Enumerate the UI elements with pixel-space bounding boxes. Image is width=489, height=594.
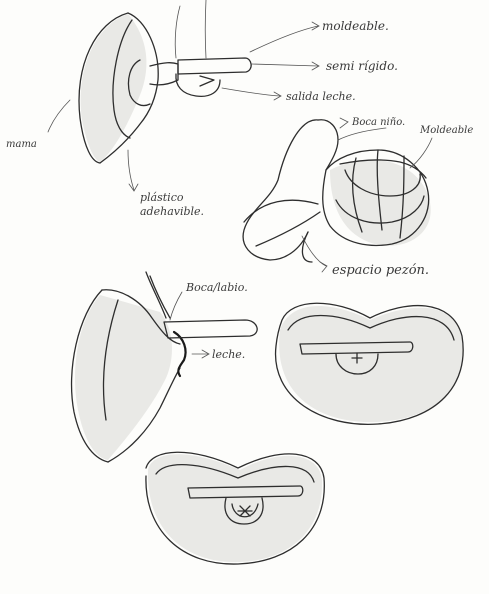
label-semi-rigido: semi rígido. xyxy=(326,59,398,73)
label-boca-nino: Boca niño. xyxy=(351,117,405,128)
sketch-shield-front-view-2 xyxy=(146,452,324,564)
label-plastico-2: adehavible. xyxy=(140,205,204,218)
label-leche: leche. xyxy=(212,348,245,361)
label-boca-labio: Boca/labio. xyxy=(185,281,248,294)
label-mama: mama xyxy=(6,139,37,150)
label-moldeable-right: Moldeable xyxy=(419,125,473,136)
label-plastico-1: plástico xyxy=(140,191,184,204)
sketch-shield-perspective xyxy=(243,118,432,272)
label-espacio-pezon: espacio pezón. xyxy=(332,263,429,278)
sketch-shield-side-view xyxy=(48,0,319,191)
sketch-shield-mouth-view xyxy=(72,272,258,462)
label-salida-leche: salida leche. xyxy=(286,90,356,103)
sketch-shield-front-view xyxy=(276,303,464,424)
label-moldeable-top: moldeable. xyxy=(322,19,389,33)
